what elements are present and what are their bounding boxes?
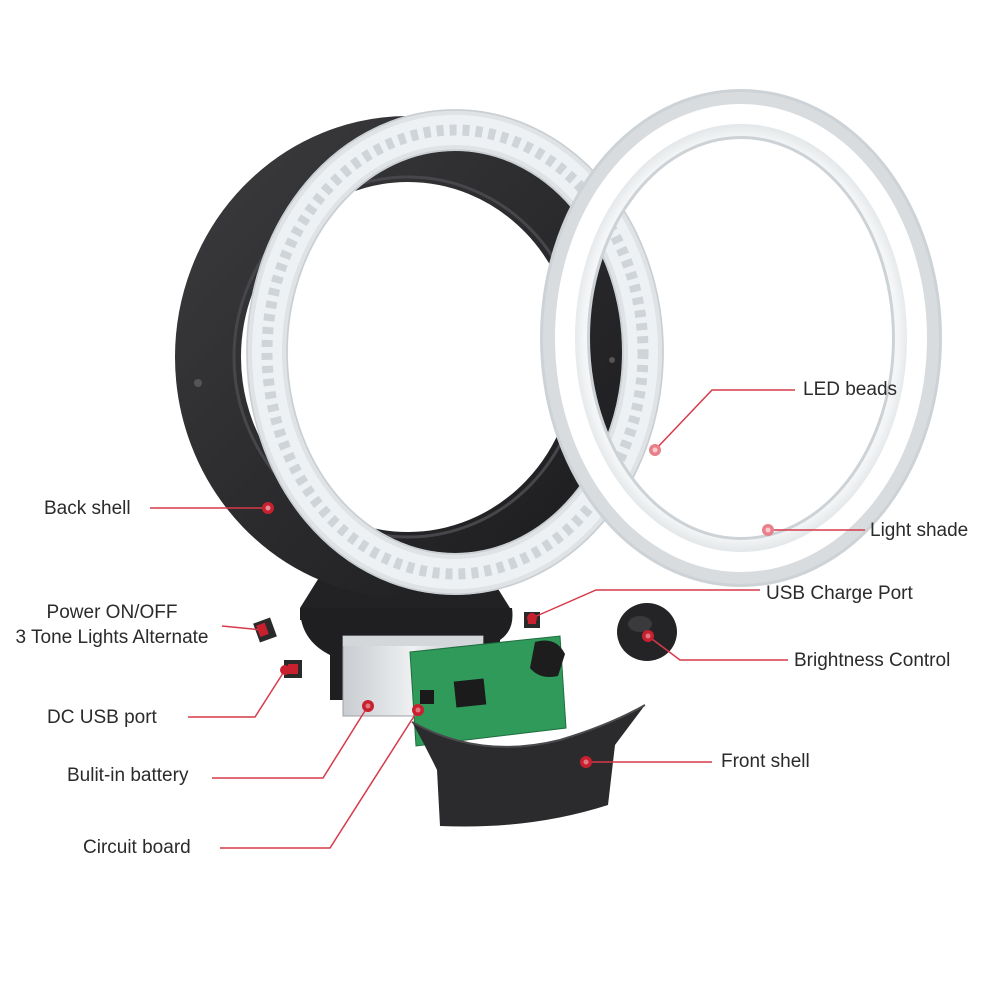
callout-dot-icon	[642, 630, 654, 642]
callout-dots	[258, 444, 774, 768]
label-usb-charge-port: USB Charge Port	[766, 583, 913, 604]
callout-dot-icon	[649, 444, 661, 456]
label-power-line-2: 3 Tone Lights Alternate	[15, 627, 209, 648]
front-shell	[411, 704, 646, 827]
label-front-shell: Front shell	[721, 751, 810, 772]
callout-dot-icon	[258, 626, 266, 634]
label-dc-usb-port: DC USB port	[47, 707, 157, 728]
label-led-beads: LED beads	[803, 379, 898, 400]
label-circuit-board: Circuit board	[83, 837, 191, 858]
callout-dot-icon	[262, 502, 274, 514]
callout-dot-icon	[362, 700, 374, 712]
label-light-shade: Light shade	[870, 520, 969, 541]
led-ring	[246, 109, 664, 595]
callout-dot-icon	[412, 704, 424, 716]
leader-lines	[150, 389, 865, 849]
label-brightness-control: Brightness Control	[794, 650, 951, 671]
callout-dot-icon	[762, 524, 774, 536]
callout-dot-icon	[527, 613, 537, 623]
label-power-line-1: Power ON/OFF	[46, 602, 178, 623]
label-back-shell: Back shell	[44, 498, 131, 519]
label-power-switch: Power ON/OFF 3 Tone Lights Alternate	[4, 603, 220, 647]
callout-dot-icon	[580, 756, 592, 768]
callout-dot-icon	[280, 665, 290, 675]
light-shade	[540, 89, 942, 587]
label-built-in-battery: Bulit-in battery	[67, 765, 189, 786]
circuit-board	[409, 635, 567, 747]
